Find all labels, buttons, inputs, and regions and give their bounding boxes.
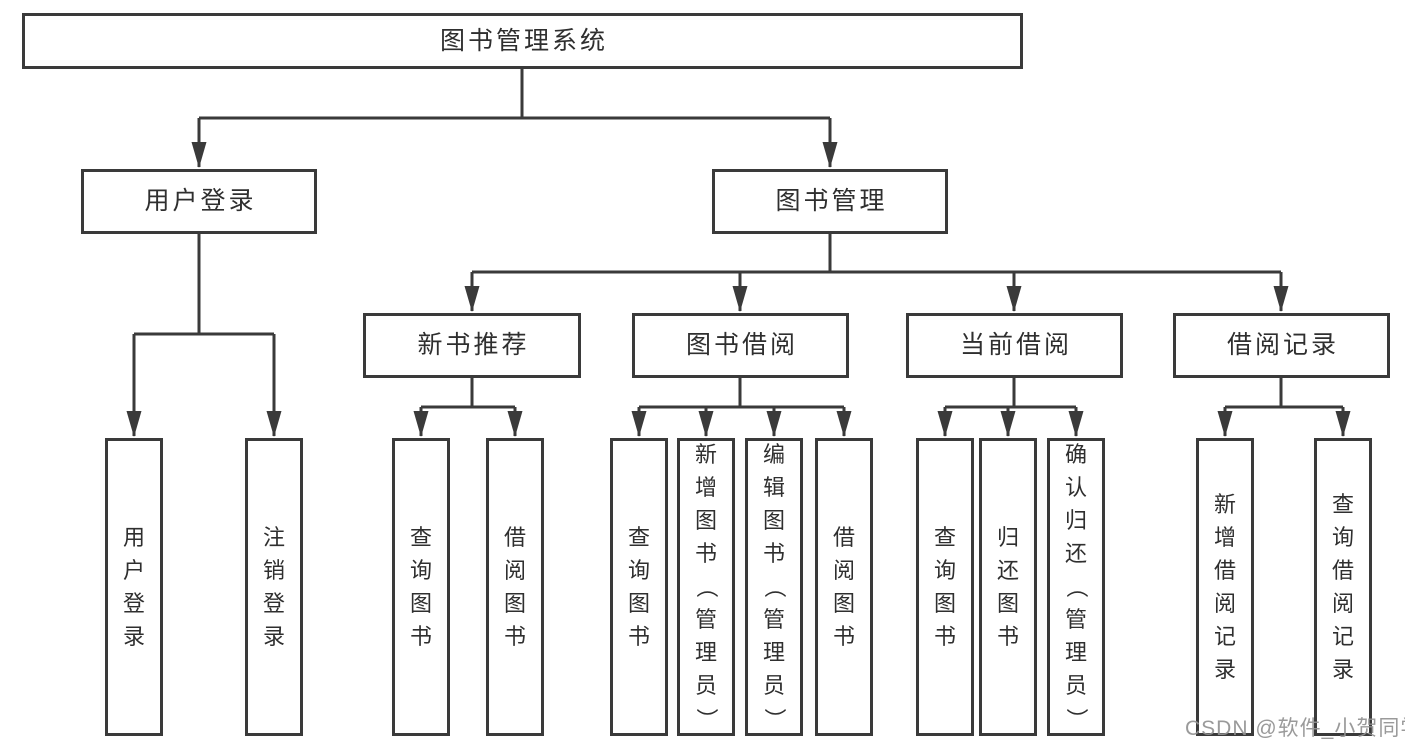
leaf-edit-books-admin: 编辑图书（管理员） xyxy=(745,438,803,736)
node-book-borrowing-label: 图书借阅 xyxy=(685,331,798,359)
node-new-book-recommend: 新书推荐 xyxy=(363,313,581,378)
node-user-login-label: 用户登录 xyxy=(144,187,257,215)
leaf-user-login-label: 用户登录 xyxy=(122,524,145,649)
leaf-confirm-return-admin: 确认归还（管理员） xyxy=(1047,438,1105,736)
node-current-borrowing-label: 当前借阅 xyxy=(959,331,1072,359)
leaf-query-books-current-label: 查询图书 xyxy=(933,524,956,649)
leaf-query-books-borrow-label: 查询图书 xyxy=(627,524,650,649)
leaf-return-books-label: 归还图书 xyxy=(996,524,1019,649)
node-current-borrowing: 当前借阅 xyxy=(906,313,1123,378)
node-borrowing-records: 借阅记录 xyxy=(1173,313,1390,378)
node-new-book-recommend-label: 新书推荐 xyxy=(417,331,530,359)
watermark: CSDN @软件_小贺同学 xyxy=(1185,717,1405,740)
leaf-query-borrow-record: 查询借阅记录 xyxy=(1314,438,1372,736)
leaf-add-books-admin-label: 新增图书（管理员） xyxy=(693,442,719,731)
leaf-borrow-books-recommend-label: 借阅图书 xyxy=(503,524,526,649)
leaf-query-books-recommend-label: 查询图书 xyxy=(409,524,432,649)
node-book-management: 图书管理 xyxy=(712,169,948,234)
node-library-system-label: 图书管理系统 xyxy=(439,26,608,55)
leaf-query-borrow-record-label: 查询借阅记录 xyxy=(1331,491,1354,682)
leaf-logout-login-label: 注销登录 xyxy=(262,524,285,649)
node-user-login: 用户登录 xyxy=(81,169,317,234)
node-book-management-label: 图书管理 xyxy=(775,187,888,215)
leaf-logout-login: 注销登录 xyxy=(245,438,303,736)
leaf-user-login: 用户登录 xyxy=(105,438,163,736)
leaf-add-borrow-record: 新增借阅记录 xyxy=(1196,438,1254,736)
leaf-return-books: 归还图书 xyxy=(979,438,1037,736)
node-book-borrowing: 图书借阅 xyxy=(632,313,849,378)
leaf-borrow-books-borrow: 借阅图书 xyxy=(815,438,873,736)
leaf-add-borrow-record-label: 新增借阅记录 xyxy=(1213,491,1236,682)
leaf-add-books-admin: 新增图书（管理员） xyxy=(677,438,735,736)
leaf-confirm-return-admin-label: 确认归还（管理员） xyxy=(1063,442,1089,731)
leaf-borrow-books-recommend: 借阅图书 xyxy=(486,438,544,736)
node-borrowing-records-label: 借阅记录 xyxy=(1226,331,1339,359)
leaf-query-books-current: 查询图书 xyxy=(916,438,974,736)
node-library-system: 图书管理系统 xyxy=(22,13,1023,69)
leaf-query-books-recommend: 查询图书 xyxy=(392,438,450,736)
leaf-edit-books-admin-label: 编辑图书（管理员） xyxy=(761,442,787,731)
leaf-query-books-borrow: 查询图书 xyxy=(610,438,668,736)
leaf-borrow-books-borrow-label: 借阅图书 xyxy=(832,524,855,649)
branch-segments xyxy=(134,68,1343,409)
